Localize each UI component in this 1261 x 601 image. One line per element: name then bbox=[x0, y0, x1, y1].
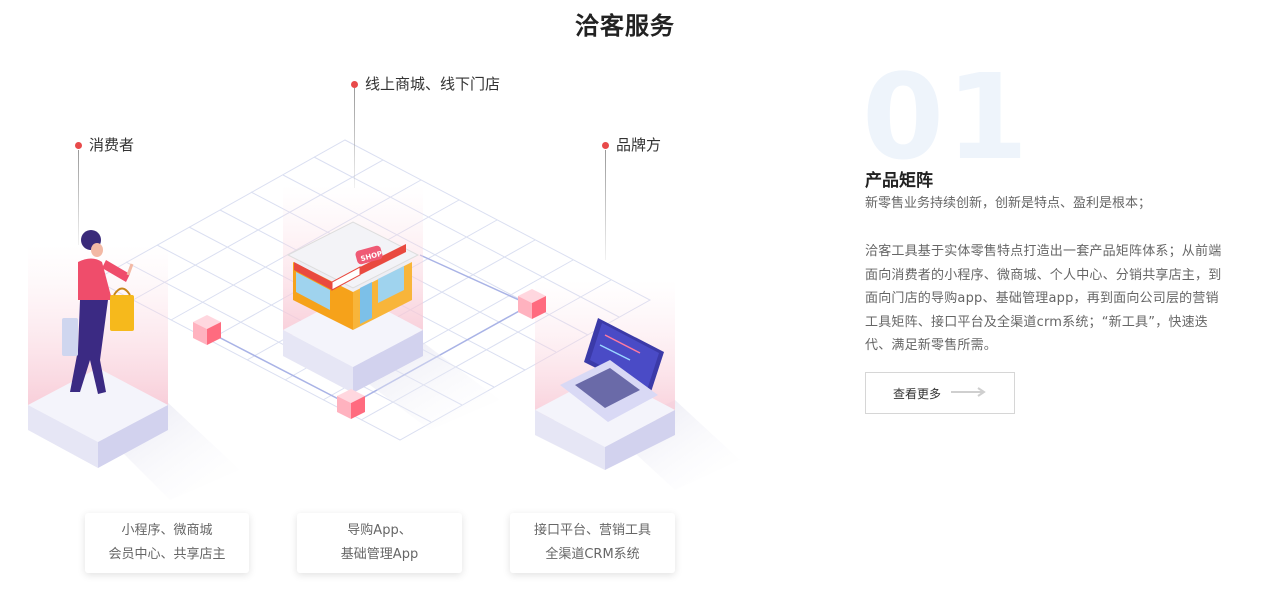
cube-3 bbox=[518, 289, 546, 319]
callout-dot bbox=[75, 142, 82, 149]
feature-title: 产品矩阵 bbox=[865, 171, 933, 191]
card-line: 全渠道CRM系统 bbox=[545, 547, 640, 562]
callout-consumer-label: 消费者 bbox=[89, 136, 135, 154]
page-title: 洽客服务 bbox=[575, 12, 675, 40]
callout-dot bbox=[351, 81, 358, 88]
laptop bbox=[560, 318, 664, 422]
feature-subtitle: 新零售业务持续创新，创新是特点、盈利是根本； bbox=[865, 196, 1152, 211]
callout-online-store: 线上商城、线下门店 bbox=[351, 75, 500, 93]
callout-online-store-label: 线上商城、线下门店 bbox=[365, 75, 501, 93]
view-more-label: 查看更多 bbox=[892, 386, 941, 401]
callout-brand: 品牌方 bbox=[602, 136, 661, 154]
card-line: 基础管理App bbox=[340, 547, 419, 562]
illustration-svg: SHOP bbox=[28, 139, 740, 500]
service-illustration: SHOP bbox=[0, 60, 760, 510]
callout-brand-label: 品牌方 bbox=[616, 136, 662, 154]
card-line: 小程序、微商城 bbox=[121, 523, 213, 538]
card-line: 导购App、 bbox=[347, 523, 412, 538]
shopper-figure bbox=[62, 230, 134, 394]
callout-dot bbox=[602, 142, 609, 149]
callout-line-store bbox=[354, 88, 355, 188]
shop-building: SHOP bbox=[286, 221, 420, 330]
feature-description: 洽客工具基于实体零售特点打造出一套产品矩阵体系；从前端面向消费者的小程序、微商城… bbox=[865, 244, 1222, 353]
arrow-right-icon bbox=[951, 386, 987, 400]
feature-number: 01 bbox=[862, 48, 1031, 186]
service-card-store: 导购App、 基础管理App bbox=[297, 513, 462, 573]
service-card-consumer: 小程序、微商城 会员中心、共享店主 bbox=[85, 513, 249, 573]
service-card-brand: 接口平台、营销工具 全渠道CRM系统 bbox=[510, 513, 675, 573]
cube-2 bbox=[337, 389, 365, 419]
callout-line-consumer bbox=[78, 150, 79, 245]
callout-consumer: 消费者 bbox=[75, 136, 134, 154]
view-more-button[interactable]: 查看更多 bbox=[865, 372, 1015, 414]
card-line: 接口平台、营销工具 bbox=[533, 523, 651, 538]
cube-1 bbox=[193, 315, 221, 345]
card-line: 会员中心、共享店主 bbox=[108, 547, 226, 562]
callout-line-brand bbox=[605, 150, 606, 260]
